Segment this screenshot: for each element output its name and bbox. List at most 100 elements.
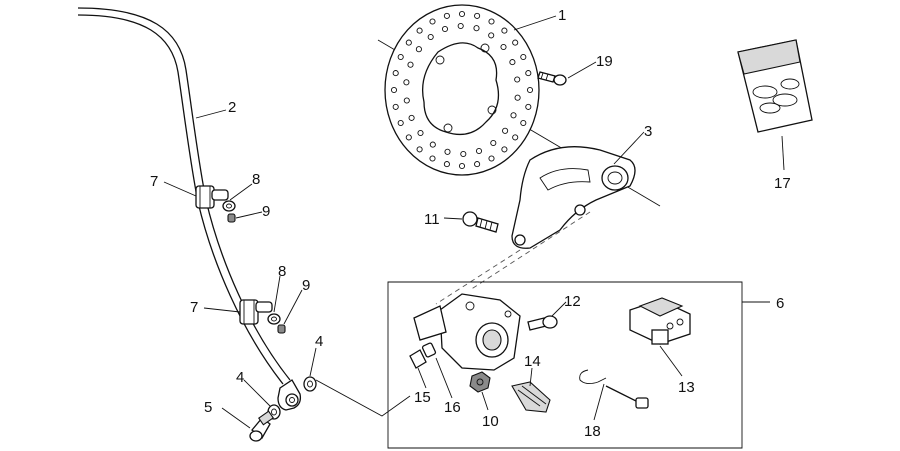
callout-5: 5 (204, 399, 212, 416)
banjo-bolt (249, 410, 274, 442)
washer-lower (267, 313, 281, 325)
disc-hole (488, 32, 495, 39)
callout-4-upper: 4 (315, 333, 323, 350)
disc-hole (392, 70, 399, 77)
sealing-washer-right (303, 376, 317, 392)
callout-13: 13 (678, 379, 695, 396)
routing-line (315, 379, 411, 417)
bleed-cap (409, 349, 427, 369)
callout-14: 14 (524, 353, 541, 370)
disc-hole (512, 39, 519, 46)
callout-12: 12 (564, 293, 581, 310)
callout-8-lower: 8 (278, 263, 286, 280)
disc-hole (429, 141, 436, 148)
disc-hole (475, 147, 483, 155)
disc-hole (473, 25, 480, 32)
disc-hole (490, 139, 497, 147)
disc-hole (415, 46, 422, 53)
disc-hole (392, 103, 399, 110)
disc-hole (526, 86, 534, 94)
disc-hole (427, 33, 434, 41)
callout-10: 10 (482, 413, 499, 430)
disc-hole (416, 27, 423, 34)
banjo-fitting (277, 379, 302, 411)
disc-hole (502, 127, 509, 134)
callout-7-upper: 7 (150, 173, 158, 190)
callout-11: 11 (424, 211, 440, 228)
disc-hole (417, 129, 424, 137)
callout-1: 1 (558, 7, 566, 24)
disc-hole (429, 18, 436, 25)
disc-hole (429, 155, 436, 162)
bleed-screw (421, 342, 437, 358)
callout-16: 16 (444, 399, 461, 416)
pad-pin-clip (579, 369, 649, 409)
callout-8-upper: 8 (252, 171, 260, 188)
caliper-bolt (527, 315, 558, 331)
disc-hole (500, 43, 507, 51)
seal-kit-bag (737, 39, 813, 133)
callout-9-upper: 9 (262, 203, 270, 220)
caliper-bracket (511, 146, 636, 249)
disc-hole (460, 150, 467, 158)
disc-hole (405, 134, 412, 141)
disc-hole (403, 97, 410, 104)
disc-hole (390, 86, 398, 94)
bracket-bolt (462, 211, 499, 233)
disc-hole (441, 25, 449, 33)
disc-bolt (537, 71, 567, 86)
callout-labels: 1 2 3 4 4 5 6 7 7 8 8 9 9 10 11 12 13 14… (150, 7, 791, 440)
callout-9-lower: 9 (302, 277, 310, 294)
disc-hole (397, 53, 404, 61)
disc-hole (510, 112, 517, 119)
disc-hole (509, 59, 516, 66)
callout-4-lower: 4 (236, 369, 244, 386)
callout-7-lower: 7 (190, 299, 198, 316)
caliper-nut (469, 371, 491, 393)
brake-caliper (413, 293, 521, 371)
disc-hole (457, 22, 464, 30)
callout-3: 3 (644, 123, 652, 140)
callout-2: 2 (228, 99, 236, 116)
callout-18: 18 (584, 423, 601, 440)
disc-hole (408, 114, 415, 121)
caliper-assembly-frame (387, 281, 743, 449)
disc-hole (405, 39, 412, 46)
brake-pads (629, 297, 691, 345)
disc-hole (525, 103, 532, 110)
disc-hole (525, 70, 532, 77)
disc-hole (458, 162, 466, 170)
pad-spring (511, 381, 551, 413)
disc-hole (512, 134, 519, 141)
disc-hole (397, 119, 404, 127)
screw-upper (227, 213, 236, 223)
disc-hole (501, 146, 508, 153)
washer-upper (222, 200, 236, 212)
disc-hole (407, 61, 414, 68)
hose-clamp-lower (239, 299, 273, 325)
callout-15: 15 (414, 389, 431, 406)
disc-hole (474, 161, 481, 168)
callout-19: 19 (596, 53, 613, 70)
disc-hole (403, 79, 410, 86)
callout-17: 17 (774, 175, 791, 192)
disc-hole (488, 155, 495, 162)
callout-6: 6 (776, 295, 784, 312)
disc-hole (501, 27, 508, 34)
disc-hole (520, 53, 527, 61)
disc-hole (514, 76, 521, 83)
projection-line-1 (435, 249, 521, 305)
hose-clamp-upper (195, 185, 229, 209)
disc-hole (416, 146, 423, 153)
screw-lower (277, 324, 286, 334)
projection-line-2 (469, 211, 591, 291)
disc-hole (444, 148, 451, 155)
leader-lines (163, 15, 785, 429)
disc-hole (488, 18, 495, 25)
disc-hole (474, 12, 481, 19)
disc-hole (514, 94, 521, 101)
disc-hole (520, 119, 527, 127)
disc-hole (443, 12, 450, 19)
